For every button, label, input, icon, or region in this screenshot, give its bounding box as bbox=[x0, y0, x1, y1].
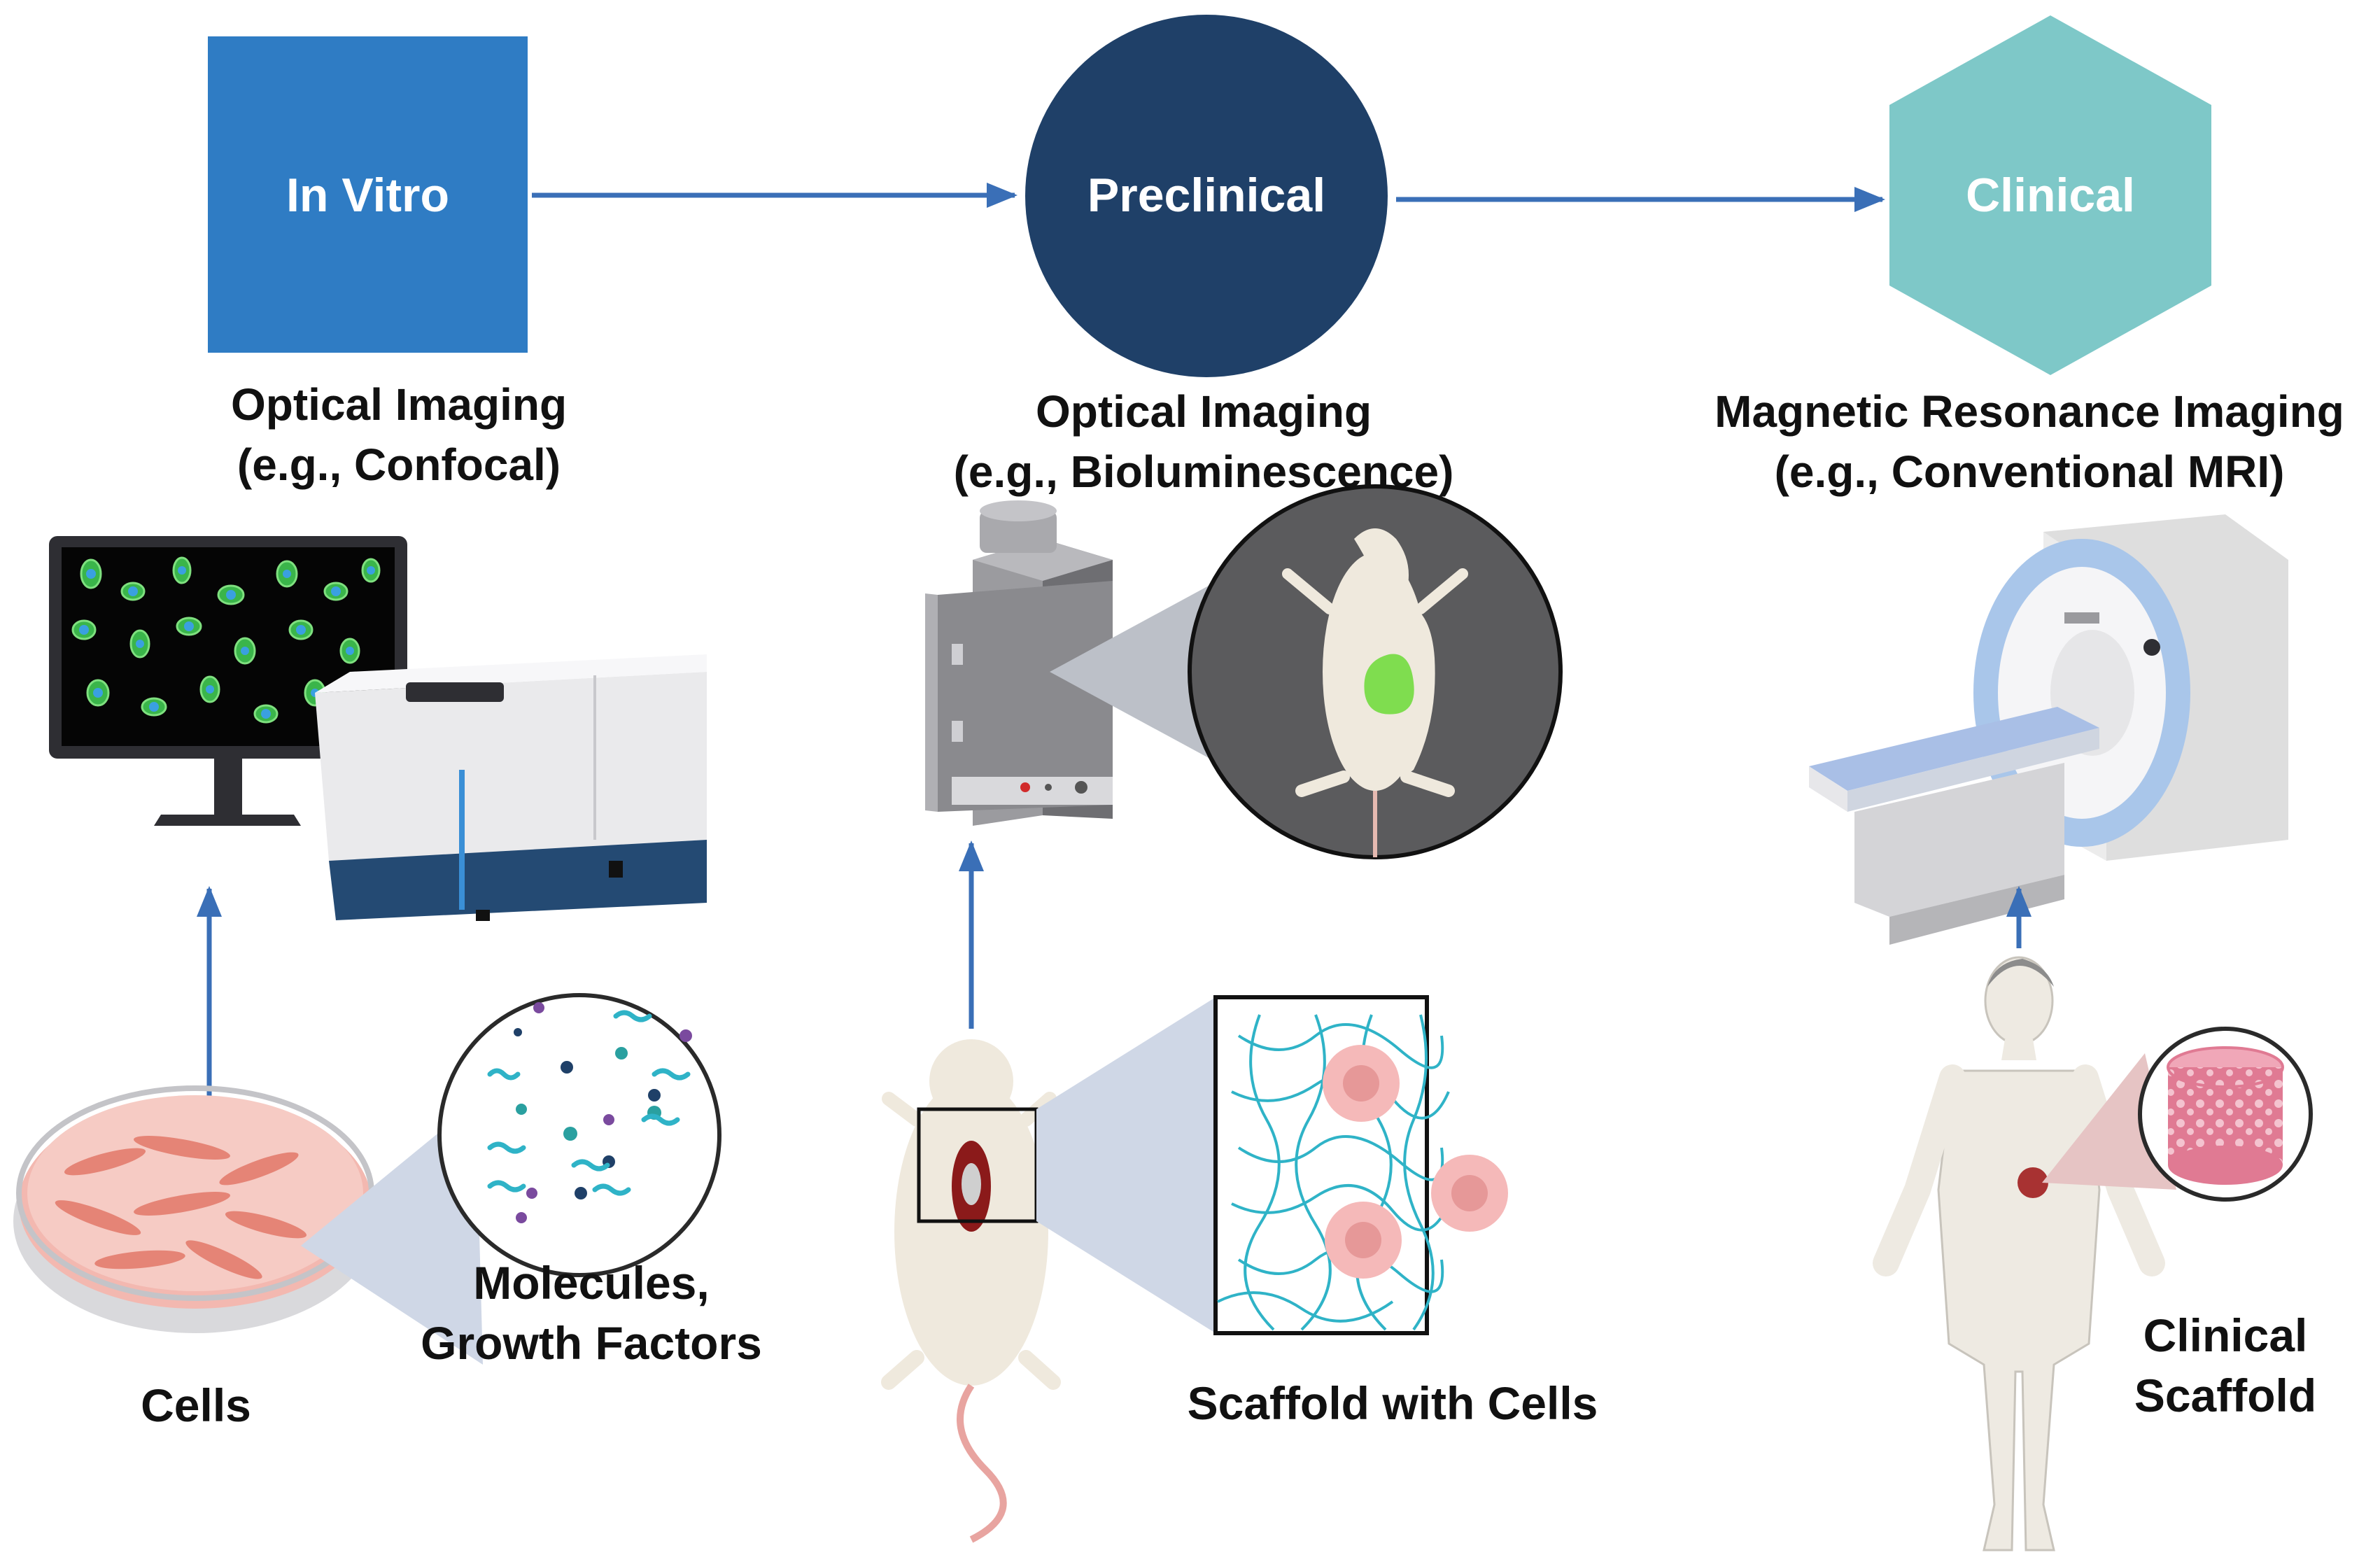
label-cells: Cells bbox=[141, 1379, 251, 1431]
clinical-stage bbox=[1889, 15, 2211, 375]
label-clinical-scaffold: Clinical Scaffold bbox=[2099, 1305, 2351, 1426]
confocal-microscope-icon bbox=[315, 654, 707, 921]
label-clinical-scaffold-line2: Scaffold bbox=[2134, 1370, 2317, 1421]
in-vitro-square bbox=[208, 36, 528, 353]
scaffold-zoom-cone bbox=[1036, 997, 1216, 1333]
petri-dish-cells-icon bbox=[13, 1085, 377, 1333]
label-molecules-line1: Molecules, bbox=[473, 1257, 710, 1309]
label-molecules: Molecules, Growth Factors bbox=[392, 1253, 791, 1373]
preclinical-circle bbox=[1025, 15, 1388, 377]
modality-preclinical-line2: (e.g., Bioluminescence) bbox=[953, 446, 1454, 497]
modality-in-vitro: Optical Imaging (e.g., Confocal) bbox=[161, 374, 637, 495]
human-patient-icon bbox=[1873, 956, 2165, 1552]
stage-title-preclinical: Preclinical bbox=[1087, 169, 1326, 222]
label-clinical-scaffold-line1: Clinical bbox=[2143, 1309, 2308, 1361]
modality-preclinical: Optical Imaging (e.g., Bioluminescence) bbox=[896, 381, 1512, 502]
modality-clinical: Magnetic Resonance Imaging (e.g., Conven… bbox=[1680, 381, 2379, 502]
ivis-zoom-cone bbox=[1050, 581, 1218, 763]
molecules-zoom-cone bbox=[301, 1102, 483, 1365]
stage-title-clinical: Clinical bbox=[1966, 169, 2135, 222]
bioluminescence-mouse-view bbox=[1188, 484, 1563, 859]
preclinical-stage bbox=[1025, 15, 1388, 377]
clinical-hexagon bbox=[1889, 15, 2211, 375]
modality-in-vitro-line1: Optical Imaging bbox=[230, 379, 568, 430]
scaffold-cells bbox=[1323, 1045, 1508, 1279]
in-vitro-stage bbox=[208, 36, 528, 353]
modality-preclinical-line1: Optical Imaging bbox=[1035, 386, 1372, 437]
label-molecules-line2: Growth Factors bbox=[421, 1317, 762, 1369]
clinical-scaffold-icon bbox=[2138, 1027, 2313, 1202]
molecules-circle-icon bbox=[437, 993, 721, 1277]
modality-clinical-line1: Magnetic Resonance Imaging bbox=[1714, 386, 2344, 437]
label-scaffold-with-cells: Scaffold with Cells bbox=[1187, 1377, 1598, 1429]
mri-scanner-icon bbox=[1809, 514, 2288, 945]
modality-clinical-line2: (e.g., Conventional MRI) bbox=[1774, 446, 2285, 497]
modality-in-vitro-line2: (e.g., Confocal) bbox=[237, 439, 561, 490]
mouse-with-implant-icon bbox=[881, 1039, 1061, 1543]
stage-title-in-vitro: In Vitro bbox=[286, 169, 449, 222]
ivis-imaging-system-icon bbox=[925, 500, 1113, 826]
